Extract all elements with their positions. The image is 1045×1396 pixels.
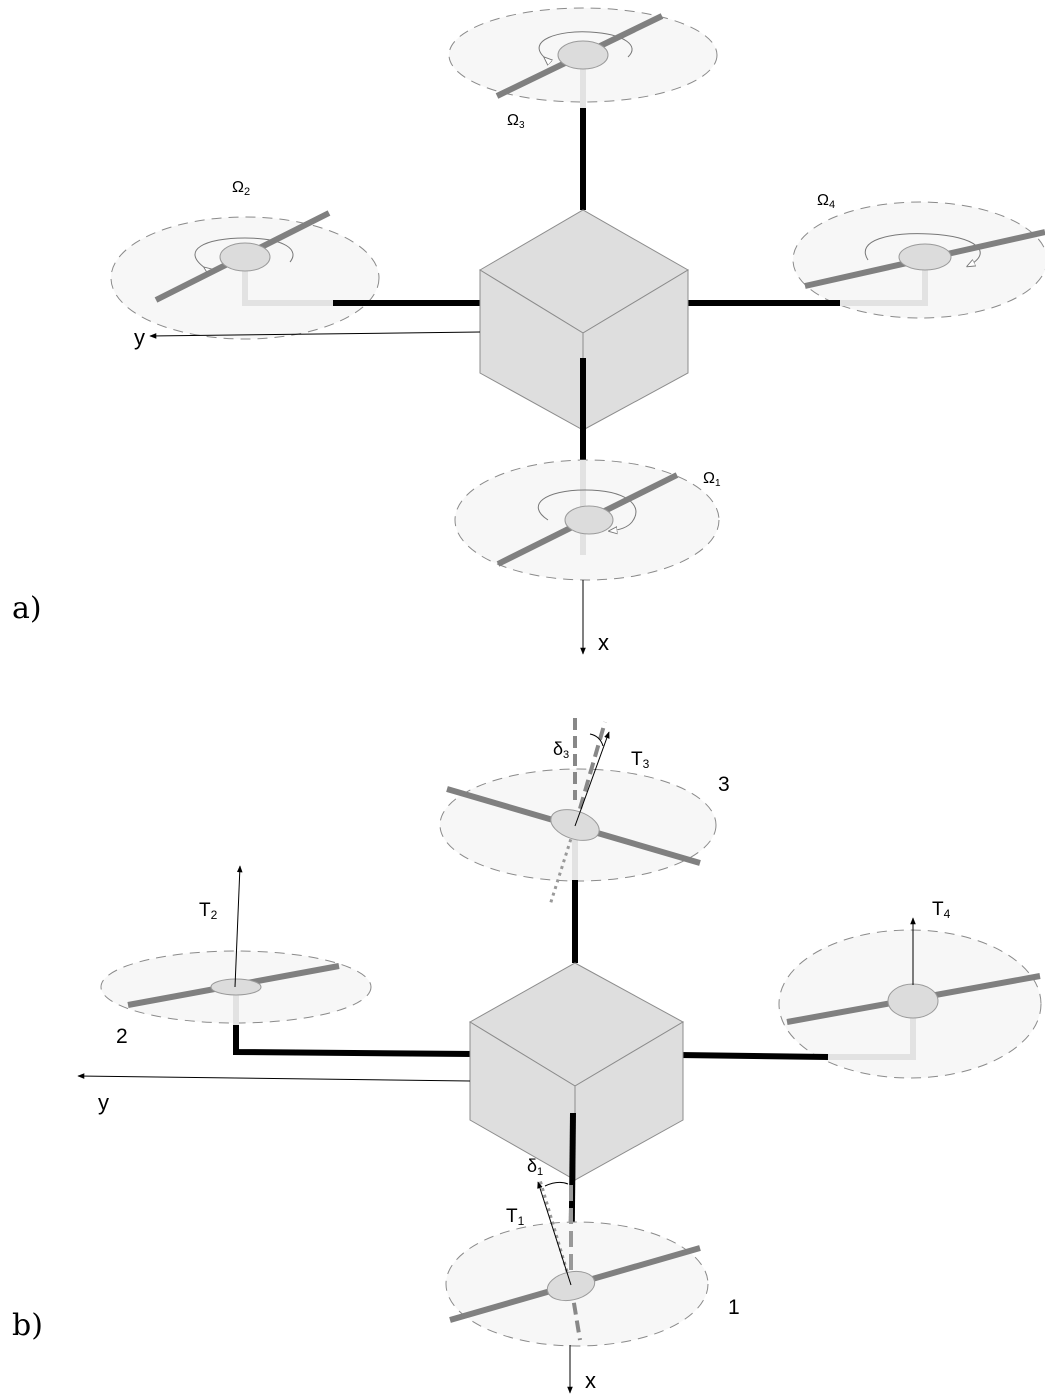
rotor-1-a bbox=[454, 459, 720, 581]
x-axis-label-a: x bbox=[598, 630, 609, 655]
thrust-2-label: T2 bbox=[199, 900, 218, 922]
delta-1-label: δ1 bbox=[527, 1156, 543, 1178]
panel-a-tag: a) bbox=[12, 591, 42, 626]
arm-2-b bbox=[233, 1025, 474, 1057]
rotor-3-a bbox=[448, 7, 718, 108]
rotor-1-number: 1 bbox=[728, 1296, 740, 1319]
delta-3-label: δ3 bbox=[553, 739, 569, 761]
body-cube-b bbox=[469, 962, 685, 1181]
y-axis-label-a: y bbox=[134, 325, 145, 350]
thrust-3-label: T3 bbox=[631, 749, 650, 771]
rotor-2-b bbox=[100, 865, 372, 1025]
panel-b: y x T3 T2 T4 T1 δ3 δ1 3 2 1 b) bbox=[12, 718, 1042, 1394]
rotor-2-number: 2 bbox=[116, 1025, 128, 1048]
panel-a: y x Ω3 Ω2 Ω4 Ω1 a) bbox=[12, 7, 1045, 655]
y-axis-label-b: y bbox=[98, 1090, 109, 1115]
thrust-4-label: T4 bbox=[932, 899, 951, 921]
omega-1-label: Ω1 bbox=[703, 470, 721, 489]
rotor-3-b bbox=[439, 718, 717, 906]
rotor-2-a bbox=[110, 210, 380, 340]
arm-4-b bbox=[678, 1052, 829, 1060]
panel-b-tag: b) bbox=[12, 1308, 43, 1343]
omega-2-label: Ω2 bbox=[232, 179, 250, 198]
thrust-1-label: T1 bbox=[506, 1206, 525, 1228]
rotor-4-b bbox=[778, 917, 1042, 1079]
y-axis-b bbox=[77, 1073, 471, 1082]
rotor-4-a bbox=[792, 201, 1045, 319]
rotor-1-b bbox=[445, 1179, 709, 1347]
y-axis-a bbox=[149, 331, 481, 339]
x-axis-label-b: x bbox=[585, 1368, 596, 1393]
omega-4-label: Ω4 bbox=[817, 192, 835, 211]
omega-3-label: Ω3 bbox=[507, 112, 525, 131]
rotor-3-number: 3 bbox=[718, 773, 730, 796]
